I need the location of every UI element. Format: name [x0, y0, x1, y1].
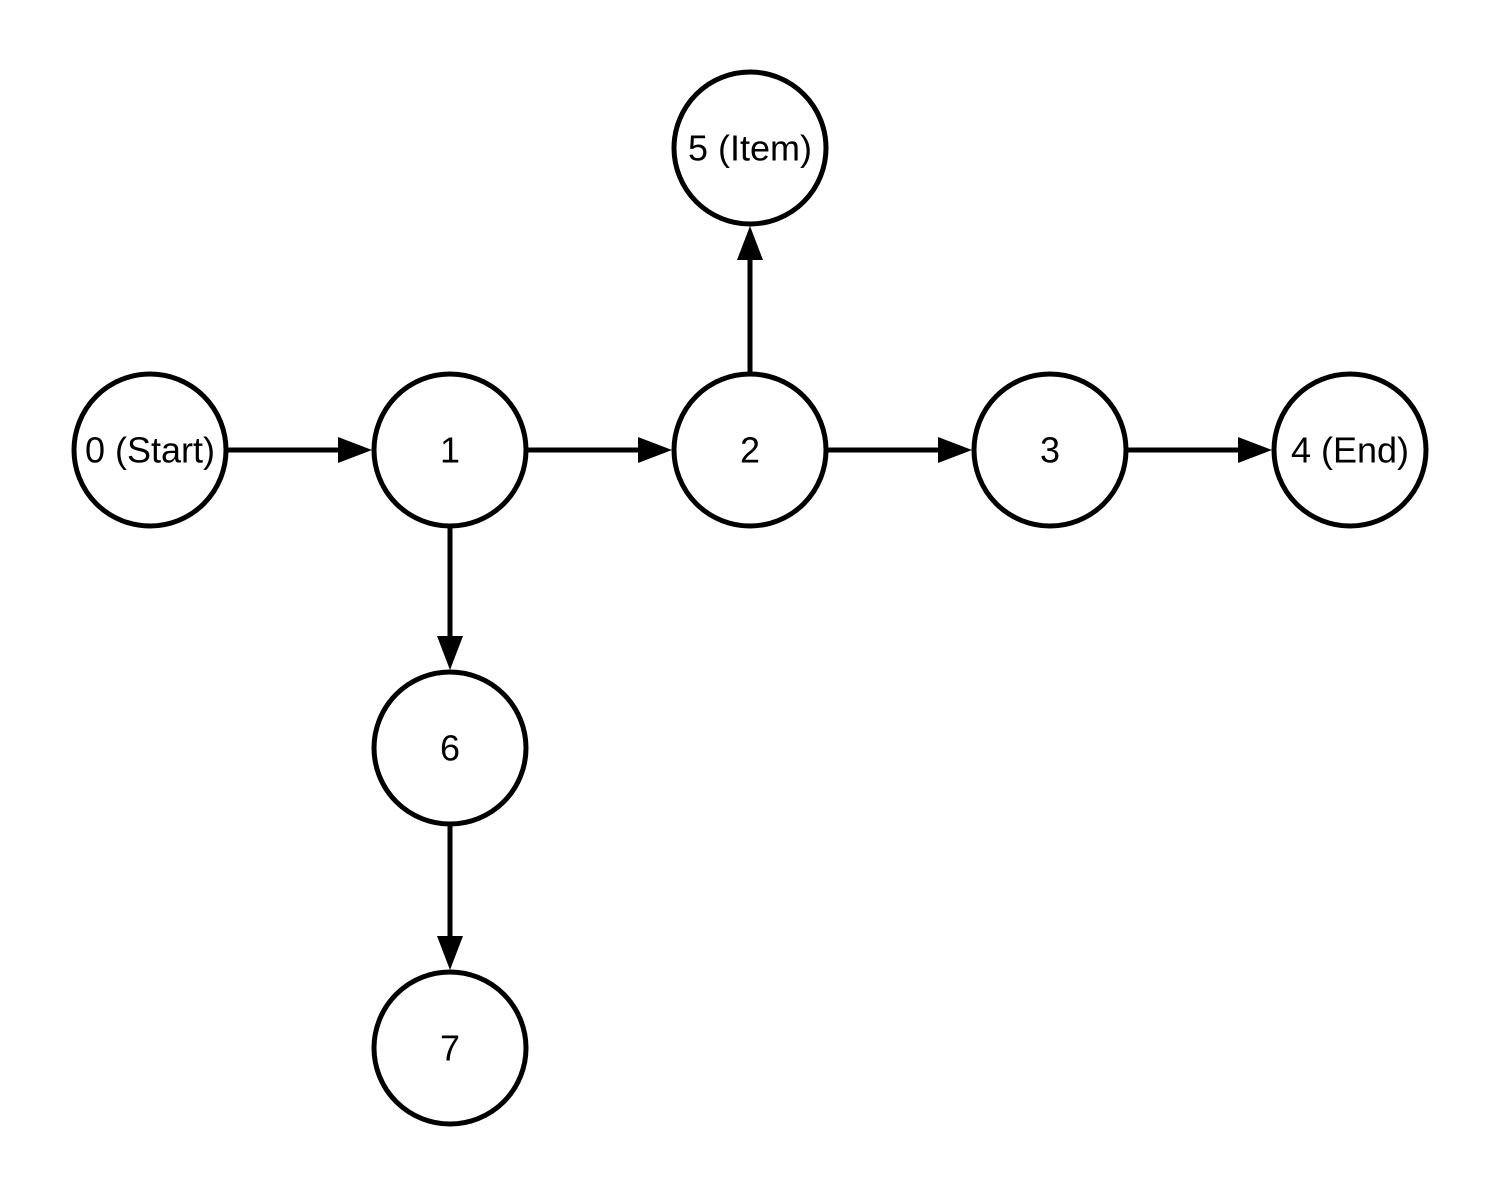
- node-circle: [971, 371, 1129, 529]
- edge-0-1: [226, 437, 372, 463]
- node-1: 1: [371, 371, 529, 529]
- node-circle: [371, 669, 529, 827]
- arrowhead-icon: [1238, 437, 1272, 463]
- node-label: 1: [440, 430, 460, 471]
- node-circle: [671, 69, 829, 227]
- arrowhead-icon: [938, 437, 972, 463]
- node-7: 7: [371, 969, 529, 1127]
- node-6: 6: [371, 669, 529, 827]
- arrowhead-icon: [437, 936, 463, 970]
- arrowhead-icon: [737, 226, 763, 260]
- edge-1-6: [437, 526, 463, 670]
- node-5: 5 (Item): [671, 69, 829, 227]
- node-4: 4 (End): [1271, 371, 1429, 529]
- node-label: 6: [440, 728, 460, 769]
- node-circle: [371, 969, 529, 1127]
- node-circle: [1271, 371, 1429, 529]
- edge-6-7: [437, 824, 463, 970]
- node-label: 0 (Start): [85, 430, 215, 471]
- edge-3-4: [1126, 437, 1272, 463]
- node-circle: [371, 371, 529, 529]
- arrowhead-icon: [437, 636, 463, 670]
- node-label: 2: [740, 430, 760, 471]
- node-label: 7: [440, 1028, 460, 1069]
- node-circle: [671, 371, 829, 529]
- edge-1-2: [526, 437, 672, 463]
- arrowhead-icon: [638, 437, 672, 463]
- node-label: 3: [1040, 430, 1060, 471]
- node-label: 5 (Item): [688, 128, 812, 169]
- node-2: 2: [671, 371, 829, 529]
- node-0: 0 (Start): [71, 371, 229, 529]
- edge-2-5: [737, 226, 763, 374]
- arrowhead-icon: [338, 437, 372, 463]
- node-3: 3: [971, 371, 1129, 529]
- node-circle: [71, 371, 229, 529]
- edge-2-3: [826, 437, 972, 463]
- node-label: 4 (End): [1291, 430, 1409, 471]
